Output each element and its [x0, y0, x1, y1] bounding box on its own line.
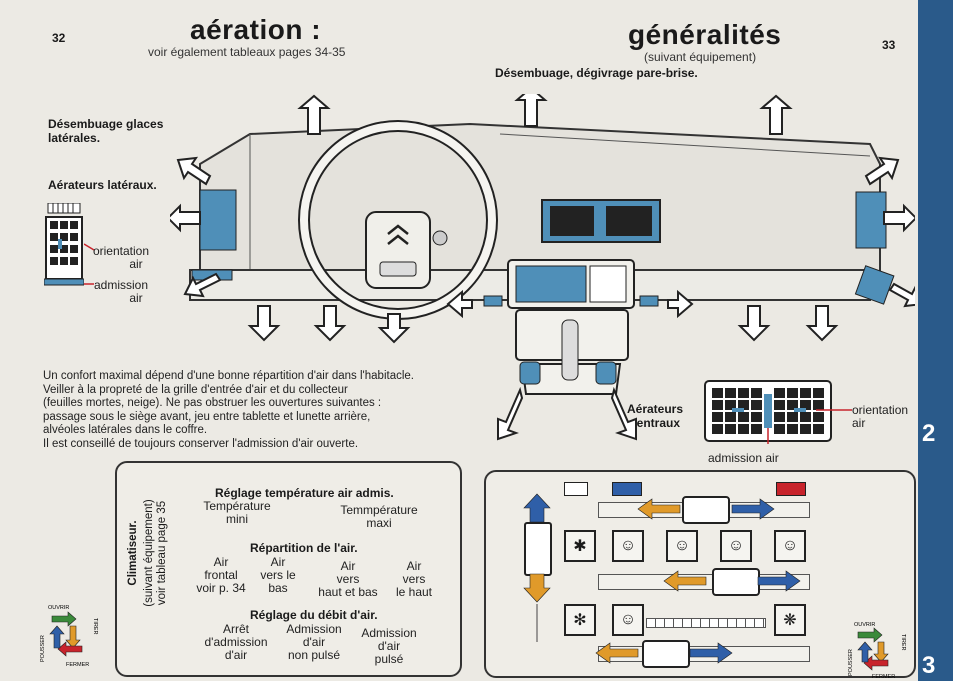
dashboard-illustration — [170, 94, 915, 441]
air-admission-icon[interactable]: ☺ — [612, 604, 644, 636]
debit-heading: Réglage du débit d'air. — [250, 608, 378, 622]
air-up-down-icon[interactable]: ☺ — [720, 530, 752, 562]
info-paragraph: Un confort maximal dépend d'une bonne ré… — [43, 370, 414, 450]
max-cold-icon[interactable]: ✻ — [564, 604, 596, 636]
hot-indicator — [776, 482, 806, 496]
page-title-left: aération : — [190, 14, 322, 45]
legend-tirer-left: TIRER — [92, 618, 98, 635]
temp-heading: Réglage température air admis. — [215, 486, 394, 500]
panel-vertical-sub2: voir tableau page 35 — [156, 500, 168, 606]
temp-slider-knob[interactable] — [682, 496, 730, 524]
cold-indicator — [612, 482, 642, 496]
central-vent-diagram — [704, 380, 852, 444]
page-subtitle-left: voir également tableaux pages 34-35 — [148, 45, 346, 59]
repart-heading: Répartition de l'air. — [250, 541, 358, 555]
air-up-icon[interactable]: ☺ — [774, 530, 806, 562]
control-panel-diagram: ✱ ☺ ☺ ☺ ☺ ✻ ☺ ❋ — [484, 470, 916, 678]
label-admission-air-right: admission air — [708, 451, 779, 465]
legend-arrows-right: OUVRIR TIRER FERMER POUSSER — [848, 622, 906, 680]
air-frontal-icon[interactable]: ☺ — [612, 530, 644, 562]
distribution-slider-arrows — [663, 570, 801, 592]
temp-slider-arrows — [637, 498, 775, 520]
chapter-tab-strip — [918, 0, 953, 681]
page-subtitle-right: (suivant équipement) — [644, 50, 757, 64]
legend-arrows-left: OUVRIR TIRER FERMER POUSSER — [40, 605, 98, 668]
right-page: généralités (suivant équipement) 33 Dése… — [470, 0, 920, 681]
chapter-tab-2[interactable]: 2 — [922, 420, 936, 447]
fan-slider-knob[interactable] — [642, 640, 690, 668]
vertical-slider-arrows — [523, 493, 551, 642]
air-down-icon[interactable]: ☺ — [666, 530, 698, 562]
ac-snowflake-icon[interactable]: ✱ — [564, 530, 596, 562]
section-windscreen: Désembuage, dégivrage pare-brise. — [495, 66, 698, 80]
legend-fermer-right: FERMER — [872, 674, 895, 680]
fan-icon[interactable]: ❋ — [774, 604, 806, 636]
section-demisting-lateral: Désembuage glaces latérales. — [48, 117, 164, 145]
page-title-right: généralités — [628, 19, 782, 50]
legend-tirer-right: TIRER — [900, 634, 906, 651]
legend-ouvrir-left: OUVRIR — [48, 605, 69, 611]
recirc-button[interactable] — [564, 482, 588, 496]
section-lateral-vents: Aérateurs latéraux. — [48, 178, 157, 192]
chapter-tab-3[interactable]: 3 — [922, 652, 936, 679]
legend-ouvrir-right: OUVRIR — [854, 622, 875, 628]
lateral-vent-leaders — [84, 243, 95, 285]
panel-vertical-sub1: (suivant équipement) — [143, 499, 155, 607]
legend-fermer-left: FERMER — [66, 662, 89, 668]
fan-speed-scale — [646, 618, 766, 628]
legend-pousser-right: POUSSER — [848, 649, 854, 676]
panel-vertical-title: Climatiseur. — [127, 520, 139, 586]
climatiseur-panel: Climatiseur. (suivant équipement) voir t… — [115, 461, 462, 677]
lateral-vent-diagram — [43, 202, 85, 287]
fan-slider-arrows — [595, 642, 733, 664]
page-number-left: 32 — [52, 31, 66, 45]
legend-pousser-left: POUSSER — [40, 635, 46, 662]
page-number-right: 33 — [882, 38, 896, 52]
